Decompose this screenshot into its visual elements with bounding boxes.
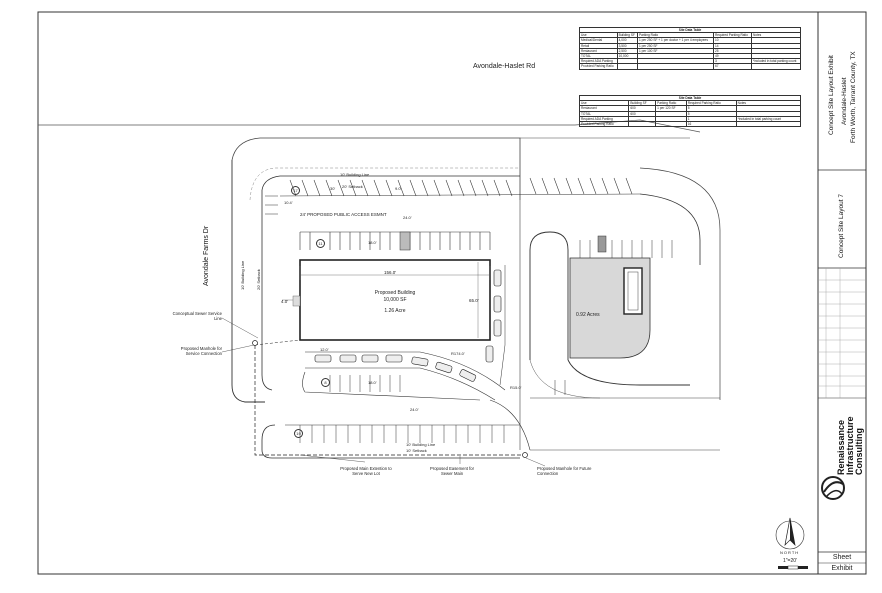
sheet-label: Sheet: [832, 554, 852, 561]
setback-top: 20' Setback: [342, 184, 363, 189]
scale-label: 1"=20': [783, 558, 797, 564]
sheet-border: [37, 11, 867, 575]
dim-10-4: 10.4': [284, 200, 293, 205]
building-line-south: 10' Building Line: [406, 442, 436, 447]
parking-row-south: [329, 375, 401, 392]
building-sf: 10,000 SF: [383, 297, 407, 303]
callout-leaders: [221, 317, 546, 467]
dim-18-top: 18.0': [368, 240, 377, 245]
building-line-top: 10' Building Line: [340, 172, 370, 177]
table1-header: Building SF: [616, 32, 638, 39]
table1-header: Required Parking Ratio: [712, 32, 752, 39]
parking-row-north: [289, 177, 633, 197]
dim-156: 156.0': [384, 270, 397, 275]
dim-18-bot: 18.0': [368, 380, 377, 385]
dim-24-bot: 24.0': [410, 407, 419, 412]
manhole-connection-icon: [252, 340, 258, 346]
callout-main-extension: Proposed Main Extention to Serve New Lot: [340, 466, 392, 476]
sheet-title: Concept Site Layout 7: [838, 194, 845, 258]
company-logo-icon: [821, 476, 845, 500]
road-label-north: Avondale-Haslet Rd: [473, 63, 536, 70]
setback-west: 20' Setback: [256, 269, 261, 290]
parking-row-bottom: [299, 425, 505, 443]
pad-parking-stalls: [554, 240, 673, 395]
north-label: NORTH: [780, 550, 800, 555]
callout-manhole-future: Proposed Manhole for Future Connection: [537, 466, 592, 476]
manhole-future-icon: [522, 452, 528, 458]
stall-count-11: 11: [316, 239, 325, 248]
sheet-value: Exhibit: [831, 565, 853, 572]
dim-4: 4.0': [281, 299, 289, 304]
access-easement: 24' PROPOSED PUBLIC ACCESS ESMNT: [300, 212, 387, 217]
cars-east: [485, 269, 502, 363]
north-arrow-icon: [775, 517, 805, 550]
company-name-3: Consulting: [854, 428, 864, 475]
site-data-table-1: Site Data Table Use Building SF Parking …: [579, 26, 802, 70]
acres-main: 1.26 Acre: [384, 308, 406, 314]
radius-174: R174.0': [451, 351, 465, 356]
dim-9: 9.0': [395, 186, 402, 191]
acres-pad: 0.92 Acres: [576, 312, 600, 318]
cars-south: [314, 354, 477, 382]
revision-grid: [818, 268, 866, 398]
project-location: Forth Worth, Tarrant County, TX: [850, 51, 857, 143]
scale-bar: [778, 565, 808, 570]
stall-count-17: 17: [291, 186, 300, 195]
road-label-west: Avondale Farms Dr: [203, 225, 210, 286]
callout-sewer-line: Conceptual Sewer Service Line: [172, 311, 222, 321]
dim-12: 12.0': [320, 347, 329, 352]
building-line-west: 10' Building Line: [240, 260, 245, 290]
parking-row-west: [265, 195, 278, 215]
parking-row-middle: [299, 231, 491, 250]
radius-15: R15.0': [510, 385, 522, 390]
callout-easement: Proposed Easement for Sewer Main: [430, 466, 474, 476]
stall-count-19: 19: [294, 429, 303, 438]
dim-30: 30': [330, 186, 336, 191]
callout-manhole-connection: Proposed Manhole for Service Connection: [180, 346, 222, 356]
stall-count-8: 8: [321, 378, 330, 387]
project-name: Avondale-Haslet: [841, 77, 848, 125]
setback-south: 10' Setback: [406, 448, 427, 453]
dumpster-enclosure: [399, 231, 411, 251]
dim-24-top: 24.0': [403, 215, 412, 220]
exhibit-title: Concept Site Layout Exhibit: [828, 55, 835, 135]
building-name: Proposed Building: [374, 290, 416, 296]
dim-65: 65.0': [469, 298, 479, 303]
site-data-table-2: Site Data Table Use Building SF Parking …: [578, 94, 802, 128]
proposed-building: [299, 259, 491, 341]
